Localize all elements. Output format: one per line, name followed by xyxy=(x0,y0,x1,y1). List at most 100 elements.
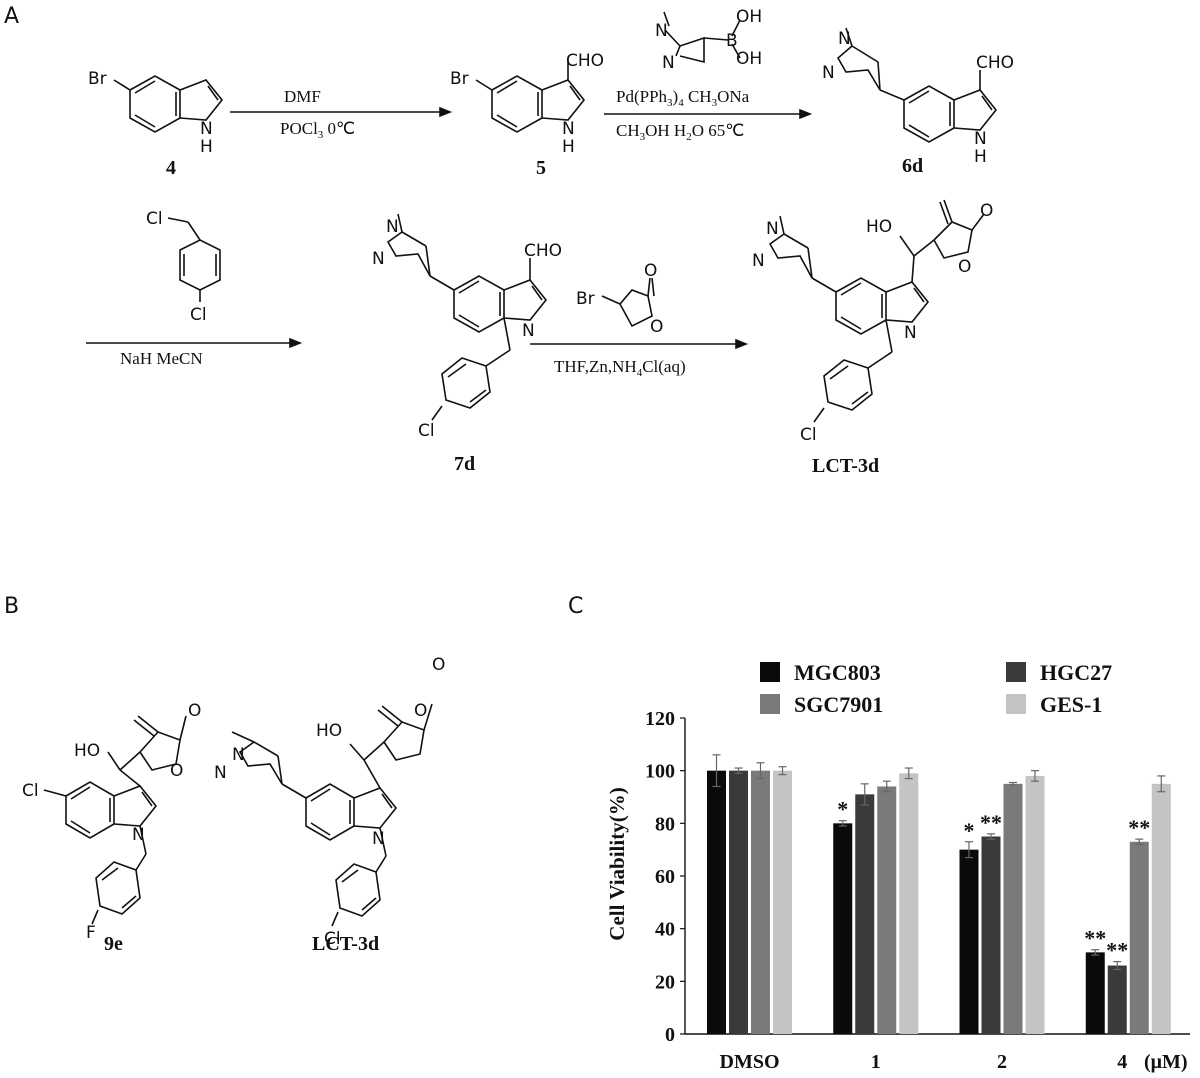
atom-label-n3-lct3d: N xyxy=(904,323,917,343)
bar xyxy=(959,849,979,1034)
compound-7d-structure xyxy=(386,213,548,421)
x-axis-unit: (μM) xyxy=(1144,1051,1188,1073)
bar xyxy=(1025,775,1045,1034)
significance-label: ** xyxy=(1084,926,1106,951)
atom-label-n3-lct3d-b: N xyxy=(372,829,385,849)
step2-reagent-bottom: CH3OH H2O 65℃ xyxy=(616,121,744,143)
y-axis-label: Cell Viability(%) xyxy=(605,787,629,940)
compound-4-structure xyxy=(113,75,224,133)
legend-swatch xyxy=(760,662,780,682)
y-tick-label: 100 xyxy=(645,761,675,783)
atom-label-o1-9e: O xyxy=(188,701,201,721)
bar xyxy=(981,836,1001,1034)
compound-label-5: 5 xyxy=(536,157,546,179)
atom-label-br-lactone: Br xyxy=(576,289,595,309)
atom-label-o1-lactone: O xyxy=(644,261,657,281)
atom-label-nh-5-n: N xyxy=(562,119,575,139)
x-tick-label: 2 xyxy=(997,1051,1007,1073)
atom-label-ho-9e: HO xyxy=(74,741,100,761)
bar xyxy=(1107,965,1127,1034)
reaction-arrow-3 xyxy=(86,337,303,349)
y-tick-label: 60 xyxy=(655,866,675,888)
atom-label-n-lct3d: N xyxy=(766,219,779,239)
atom-label-n2-boronic: N xyxy=(662,53,675,73)
legend-label: MGC803 xyxy=(794,660,881,685)
atom-label-n2-lct3d: N xyxy=(752,251,765,271)
atom-label-n2-6d: N xyxy=(822,63,835,83)
reaction-arrow-4 xyxy=(530,338,749,350)
bar xyxy=(855,794,875,1034)
reaction-arrow-1 xyxy=(230,106,453,118)
atom-label-nh-6d-n: N xyxy=(974,129,987,149)
atom-label-cho-6d: CHO xyxy=(976,53,1014,73)
atom-label-n-lct3d-b: N xyxy=(232,745,245,765)
atom-label-f-9e: F xyxy=(86,923,96,943)
bar xyxy=(773,770,792,1034)
atom-label-cl1-reagent: Cl xyxy=(146,209,163,229)
compound-lct3d-b-structure xyxy=(231,703,433,927)
atom-label-n-boronic: N xyxy=(655,21,668,41)
pyrazole-boronic-acid-structure xyxy=(663,11,741,64)
legend-label: SGC7901 xyxy=(794,692,883,717)
bar xyxy=(899,773,919,1034)
bar xyxy=(707,770,726,1034)
legend-label: GES-1 xyxy=(1040,692,1102,717)
atom-label-cl-lct3d: Cl xyxy=(800,425,817,445)
step1-reagent-bottom: POCl3 0℃ xyxy=(280,119,355,141)
compound-label-6d: 6d xyxy=(902,155,923,177)
atom-label-n2-lct3d-b: N xyxy=(214,763,227,783)
atom-label-n-7d: N xyxy=(386,217,399,237)
compound-9e-structure xyxy=(43,715,187,925)
bar xyxy=(1085,952,1105,1034)
y-tick-label: 80 xyxy=(655,813,675,835)
atom-label-oh1-boronic: OH xyxy=(736,7,762,27)
compound-5-structure xyxy=(475,60,586,133)
compound-label-lct3d-b: LCT-3d xyxy=(312,933,379,955)
chart-bars: ********** xyxy=(707,754,1171,1034)
bar xyxy=(1003,783,1023,1034)
atom-label-n-9e: N xyxy=(132,825,145,845)
atom-label-o1-lct3d-b: O xyxy=(432,655,445,675)
significance-label: ** xyxy=(1128,815,1150,840)
compound-label-4: 4 xyxy=(166,157,176,179)
atom-label-ho-lct3d-b: HO xyxy=(316,721,342,741)
atom-label-cho-5: CHO xyxy=(566,51,604,71)
significance-label: * xyxy=(964,818,975,843)
significance-label: ** xyxy=(980,810,1002,835)
step3-reagent-bottom: NaH MeCN xyxy=(120,349,203,368)
atom-label-n3-7d: N xyxy=(522,321,535,341)
y-tick-label: 20 xyxy=(655,971,675,993)
atom-label-nh-4-h: H xyxy=(200,137,213,157)
chlorobenzyl-chloride-structure xyxy=(167,217,221,302)
compound-lct3d-structure xyxy=(768,199,985,423)
compound-label-9e: 9e xyxy=(104,933,123,955)
bar xyxy=(751,770,770,1034)
atom-label-cl-7d: Cl xyxy=(418,421,435,441)
x-tick-label: DMSO xyxy=(720,1051,780,1073)
atom-label-nh-4-n: N xyxy=(200,119,213,139)
bromomethyl-lactone-structure xyxy=(601,277,655,328)
atom-label-oh2-boronic: OH xyxy=(736,49,762,69)
y-tick-label: 120 xyxy=(645,708,675,730)
panel-label-c: C xyxy=(568,594,584,619)
bar xyxy=(833,823,853,1034)
atom-label-cl-9e: Cl xyxy=(22,781,39,801)
atom-label-cho-7d: CHO xyxy=(524,241,562,261)
atom-label-cl-lct3d-b: Cl xyxy=(324,929,341,949)
step1-reagent-top: DMF xyxy=(284,87,321,106)
atom-label-cl2-reagent: Cl xyxy=(190,305,207,325)
atom-label-nh-5-h: H xyxy=(562,137,575,157)
bar xyxy=(729,770,748,1034)
y-tick-label: 0 xyxy=(665,1024,675,1046)
atom-label-n2-7d: N xyxy=(372,249,385,269)
legend-label: HGC27 xyxy=(1040,660,1112,685)
atom-label-o1-lct3d: O xyxy=(980,201,993,221)
bar xyxy=(877,786,897,1034)
compound-label-7d: 7d xyxy=(454,453,475,475)
panel-label-b: B xyxy=(4,594,20,619)
atom-label-ho-lct3d: HO xyxy=(866,217,892,237)
